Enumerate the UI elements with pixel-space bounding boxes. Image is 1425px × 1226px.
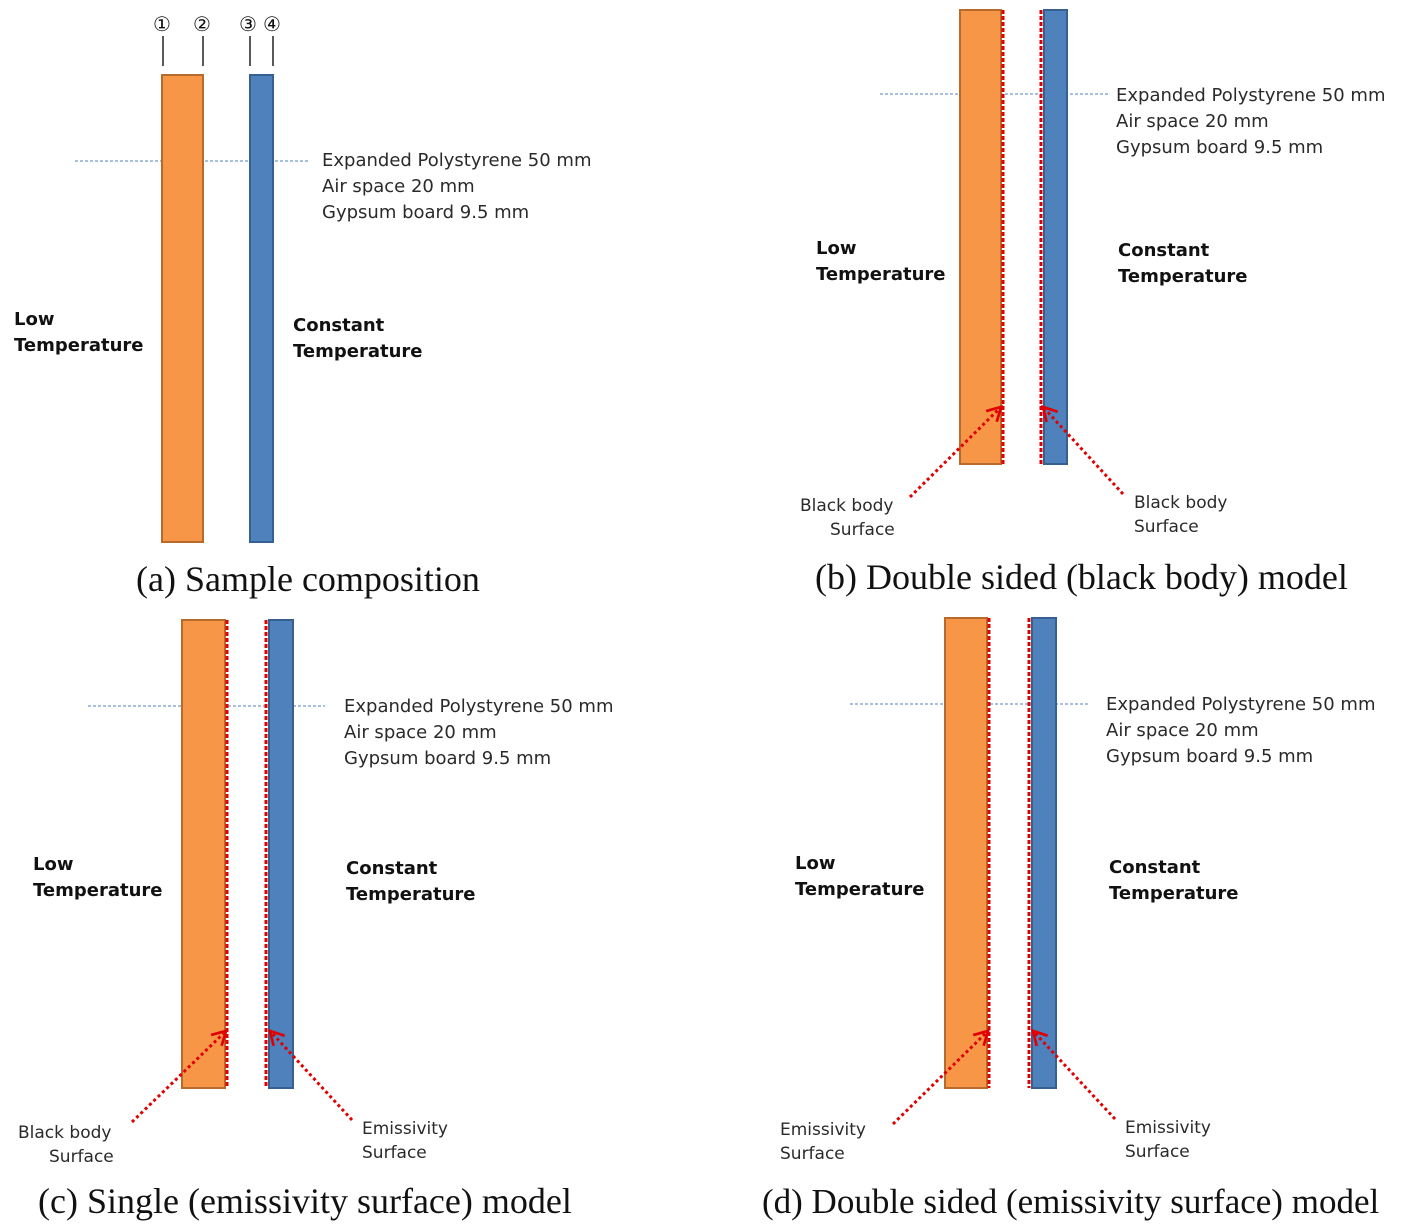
panel-a: [75, 36, 310, 543]
layer-list: Expanded Polystyrene 50 mm Air space 20 …: [344, 694, 613, 772]
gypsum-layer: [249, 74, 274, 543]
layer-air: Air space 20 mm: [322, 176, 475, 197]
constant-temperature-label: Constant Temperature: [1118, 240, 1248, 287]
layer-polystyrene: Expanded Polystyrene 50 mm: [1106, 694, 1376, 715]
left-surface-label: Black body Surface: [800, 496, 895, 540]
layer-air: Air space 20 mm: [1106, 720, 1259, 741]
layer-gypsum: Gypsum board 9.5 mm: [1116, 137, 1324, 158]
polystyrene-layer: [944, 617, 988, 1089]
right-surface-arrow: [1041, 404, 1125, 496]
layer-list: Expanded Polystyrene 50 mm Air space 20 …: [1116, 83, 1385, 161]
right-surface-label: Emissivity Surface: [1125, 1118, 1211, 1162]
marker-1: ①: [153, 12, 171, 36]
right-surface-label: Black body Surface: [1134, 493, 1228, 537]
layer-polystyrene: Expanded Polystyrene 50 mm: [1116, 85, 1386, 106]
constant-temperature-label: Constant Temperature: [293, 315, 423, 362]
panel-b: [880, 9, 1125, 499]
polystyrene-layer: [959, 9, 1002, 465]
caption-c: (c) Single (emissivity surface) model: [38, 1181, 572, 1221]
layer-gypsum: Gypsum board 9.5 mm: [1106, 746, 1314, 767]
gypsum-layer: [1031, 617, 1057, 1089]
layer-list: Expanded Polystyrene 50 mm Air space 20 …: [1106, 692, 1375, 770]
left-surface-arrow: [891, 1029, 991, 1126]
layer-gypsum: Gypsum board 9.5 mm: [322, 202, 530, 223]
layer-air: Air space 20 mm: [1116, 111, 1269, 132]
right-surface-arrow: [268, 1028, 354, 1122]
panel-c: [88, 619, 354, 1124]
low-temperature-label: Low Temperature: [33, 854, 163, 901]
constant-temperature-label: Constant Temperature: [346, 858, 476, 905]
right-surface-label: Emissivity Surface: [362, 1119, 448, 1163]
caption-d: (d) Double sided (emissivity surface) mo…: [762, 1182, 1380, 1221]
caption-a: (a) Sample composition: [136, 559, 480, 599]
layer-polystyrene: Expanded Polystyrene 50 mm: [322, 150, 592, 171]
layer-gypsum: Gypsum board 9.5 mm: [344, 748, 552, 769]
polystyrene-layer: [161, 74, 204, 543]
low-temperature-label: Low Temperature: [795, 853, 925, 900]
marker-2: ②: [193, 12, 211, 36]
left-surface-label: Black body Surface: [18, 1123, 114, 1167]
low-temperature-label: Low Temperature: [816, 238, 946, 285]
marker-4: ④: [263, 12, 281, 36]
constant-temperature-label: Constant Temperature: [1109, 857, 1239, 904]
polystyrene-layer: [181, 619, 226, 1089]
layer-list: Expanded Polystyrene 50 mm Air space 20 …: [322, 148, 591, 226]
gypsum-layer: [1043, 9, 1068, 465]
layer-air: Air space 20 mm: [344, 722, 497, 743]
left-surface-label: Emissivity Surface: [780, 1120, 866, 1164]
low-temperature-label: Low Temperature: [14, 309, 144, 356]
caption-b: (b) Double sided (black body) model: [815, 557, 1348, 597]
panel-d: [850, 617, 1117, 1126]
gypsum-layer: [268, 619, 294, 1089]
marker-3: ③: [239, 12, 257, 36]
layer-polystyrene: Expanded Polystyrene 50 mm: [344, 696, 614, 717]
right-surface-arrow: [1031, 1028, 1117, 1121]
